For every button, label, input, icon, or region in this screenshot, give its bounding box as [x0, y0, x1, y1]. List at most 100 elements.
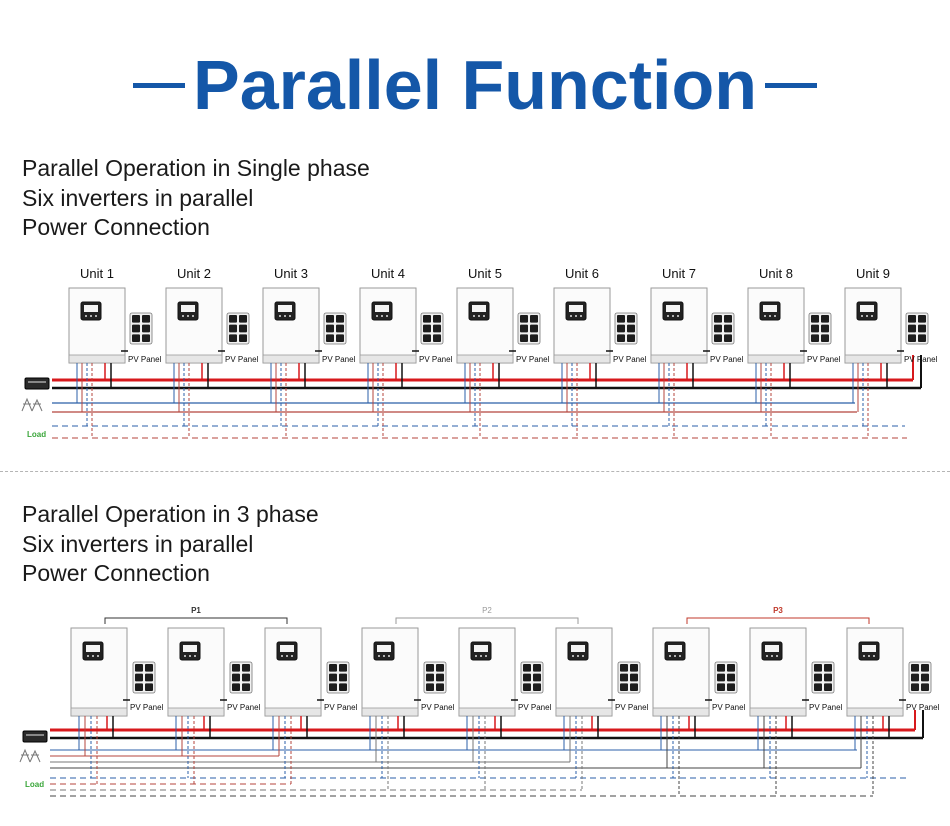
- pv-cell: [918, 324, 926, 333]
- pv-panel-label: PV Panel: [615, 703, 649, 712]
- inverter-button-dot: [95, 315, 97, 317]
- pv-cell: [135, 664, 143, 672]
- inverter-base: [68, 354, 126, 364]
- pv-cell: [617, 324, 625, 333]
- inverter-unit: [652, 627, 710, 717]
- inverter-lcd-screen: [377, 645, 391, 652]
- inverter-unit: [262, 287, 320, 364]
- inverter-lcd-screen: [666, 305, 680, 312]
- section1-line-1: Parallel Operation in Single phase: [22, 155, 370, 181]
- pv-cell: [908, 334, 916, 342]
- section2-description: Parallel Operation in 3 phase Six invert…: [22, 500, 319, 589]
- inverter-button-dot: [868, 655, 870, 657]
- inverter-button-dot: [769, 315, 771, 317]
- inverter-button-dot: [192, 315, 194, 317]
- pv-cell: [436, 664, 444, 672]
- pv-cell: [814, 673, 822, 682]
- pv-cell: [617, 334, 625, 342]
- inverter-body: [652, 627, 710, 717]
- inverter-button-dot: [667, 315, 669, 317]
- unit-label: Unit 1: [80, 266, 114, 281]
- pv-cell: [627, 315, 635, 323]
- pv-cell: [908, 315, 916, 323]
- pv-cell: [229, 324, 237, 333]
- pv-cell: [336, 334, 344, 342]
- pv-panel-label: PV Panel: [809, 703, 843, 712]
- inverter-base: [846, 707, 904, 717]
- pv-cell: [620, 673, 628, 682]
- pv-panel-label: PV Panel: [807, 355, 841, 364]
- pv-cell: [145, 683, 153, 691]
- inverter-button-dot: [92, 655, 94, 657]
- inverter-button-dot: [677, 315, 679, 317]
- inverter-body: [458, 627, 516, 717]
- pv-panel-icon: [517, 312, 541, 345]
- inverter-body: [650, 287, 708, 364]
- unit-label: Unit 2: [177, 266, 211, 281]
- inverter-button-dot: [279, 315, 281, 317]
- inverter-button-dot: [570, 315, 572, 317]
- pv-cell: [811, 315, 819, 323]
- pv-cell: [232, 673, 240, 682]
- pv-cell: [426, 683, 434, 691]
- inverter-button-dot: [679, 655, 681, 657]
- pv-cell: [339, 664, 347, 672]
- section2-line-1: Parallel Operation in 3 phase: [22, 501, 319, 527]
- pv-cell: [533, 664, 541, 672]
- inverter-base: [458, 707, 516, 717]
- pv-cell: [824, 673, 832, 682]
- inverter-button-dot: [291, 655, 293, 657]
- inverter-body: [456, 287, 514, 364]
- inverter-body: [359, 287, 417, 364]
- pv-panel-label: PV Panel: [322, 355, 356, 364]
- pv-panel-label: PV Panel: [516, 355, 550, 364]
- inverter-button-dot: [871, 315, 873, 317]
- pv-cell: [339, 673, 347, 682]
- pv-cell: [229, 334, 237, 342]
- inverter-unit: [749, 627, 807, 717]
- inverter-unit: [553, 287, 611, 364]
- inverter-button-dot: [478, 315, 480, 317]
- pv-cell: [627, 324, 635, 333]
- pv-panel-icon: [711, 312, 735, 345]
- pv-cell: [423, 315, 431, 323]
- pv-panel-icon: [132, 661, 156, 694]
- section2-line-2: Six inverters in parallel: [22, 530, 254, 557]
- unit-label: Unit 4: [371, 266, 405, 281]
- inverter-base: [361, 707, 419, 717]
- pv-panel-icon: [614, 312, 638, 345]
- inverter-button-dot: [672, 315, 674, 317]
- pv-cell: [426, 673, 434, 682]
- pv-panel-label: PV Panel: [710, 355, 744, 364]
- battery-stripe: [28, 381, 46, 383]
- inverter-unit: [747, 287, 805, 364]
- pv-cell: [145, 664, 153, 672]
- pv-cell: [229, 315, 237, 323]
- pv-cell: [145, 673, 153, 682]
- pv-cell: [336, 315, 344, 323]
- pv-panel-icon: [811, 661, 835, 694]
- inverter-button-dot: [182, 315, 184, 317]
- unit-label: Unit 9: [856, 266, 890, 281]
- pv-cell: [423, 324, 431, 333]
- inverter-button-dot: [866, 315, 868, 317]
- inverter-button-dot: [284, 315, 286, 317]
- pv-cell: [326, 334, 334, 342]
- pv-panel-icon: [420, 312, 444, 345]
- inverter-lcd-screen: [862, 645, 876, 652]
- inverter-base: [264, 707, 322, 717]
- inverter-unit: [650, 287, 708, 364]
- pv-cell: [242, 673, 250, 682]
- pv-cell: [530, 334, 538, 342]
- inverter-button-dot: [776, 655, 778, 657]
- inverter-body: [167, 627, 225, 717]
- inverter-lcd-screen: [181, 305, 195, 312]
- inverter-base: [553, 354, 611, 364]
- inverter-lcd-screen: [183, 645, 197, 652]
- pv-cell: [630, 673, 638, 682]
- phase-group-bracket: [686, 617, 870, 624]
- page-title: Parallel Function: [193, 46, 757, 124]
- pv-panel-icon: [423, 661, 447, 694]
- pv-panel-icon: [617, 661, 641, 694]
- inverter-base: [650, 354, 708, 364]
